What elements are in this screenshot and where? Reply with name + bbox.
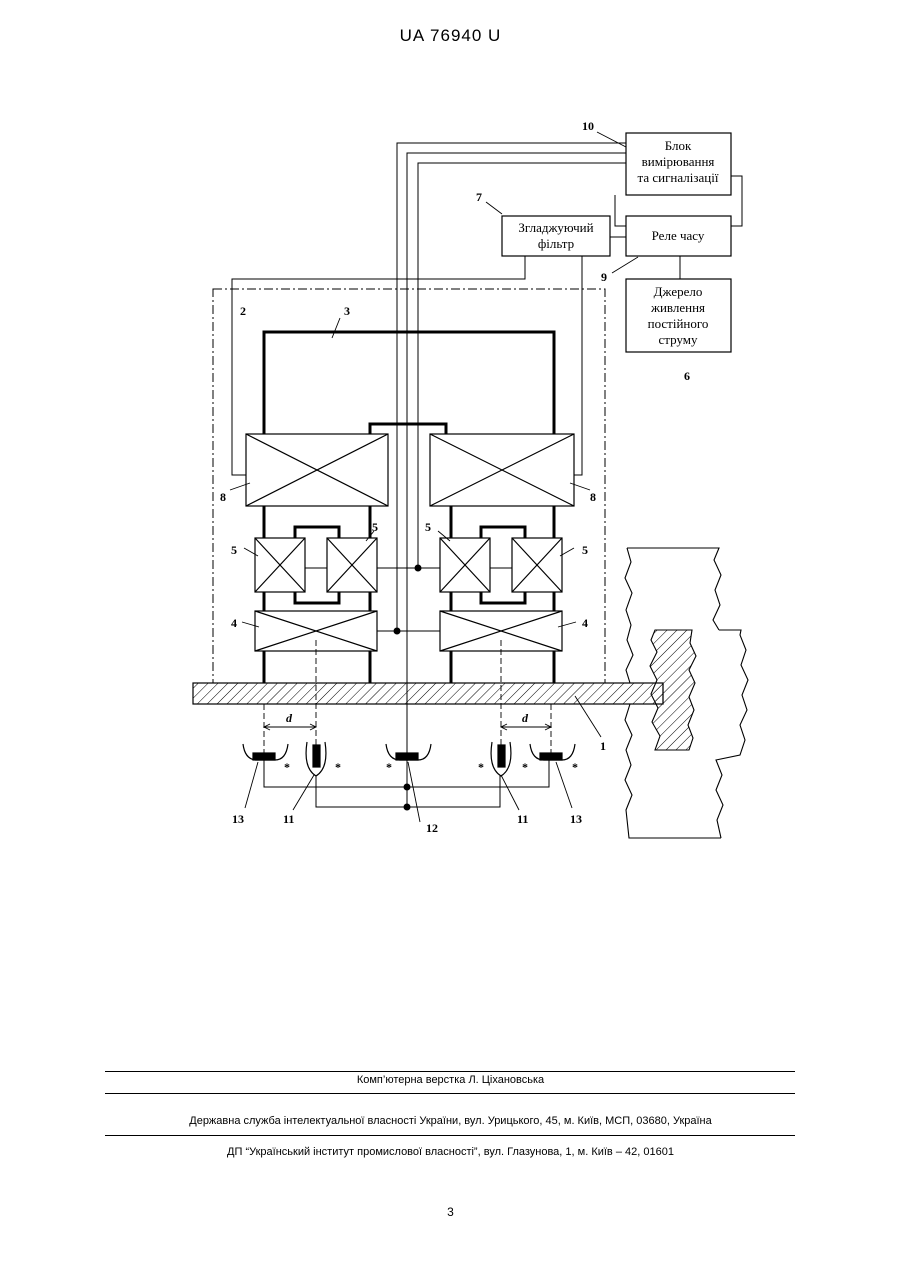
page-number: 3 xyxy=(0,1205,901,1219)
footer-rule-bottom xyxy=(105,1135,795,1136)
svg-text:*: * xyxy=(335,760,341,774)
svg-text:2: 2 xyxy=(240,304,246,318)
coil-8-left xyxy=(246,434,388,506)
footer-rule-mid xyxy=(105,1093,795,1094)
svg-text:d: d xyxy=(286,711,293,725)
svg-text:12: 12 xyxy=(426,821,438,835)
power-source-box: Джерело живлення постійного струму xyxy=(626,279,731,352)
svg-text:та сигналізації: та сигналізації xyxy=(638,170,719,185)
svg-text:7: 7 xyxy=(476,190,482,204)
svg-text:5: 5 xyxy=(582,543,588,557)
svg-text:11: 11 xyxy=(283,812,294,826)
svg-text:4: 4 xyxy=(582,616,588,630)
measure-block-box: Блок вимірювання та сигналізації xyxy=(626,133,731,195)
svg-text:*: * xyxy=(386,760,392,774)
footer-institute: ДП “Український інститут промислової вла… xyxy=(0,1146,901,1158)
svg-text:3: 3 xyxy=(344,304,350,318)
footer-layout-credit: Комп’ютерна верстка Л. Ціхановська xyxy=(0,1074,901,1086)
coils-4-wiring xyxy=(377,628,440,634)
svg-text:*: * xyxy=(284,760,290,774)
svg-text:*: * xyxy=(478,760,484,774)
svg-text:9: 9 xyxy=(601,270,607,284)
pole-legs xyxy=(264,506,554,683)
svg-text:Згладжуючий: Згладжуючий xyxy=(518,220,593,235)
footer-rule-top xyxy=(105,1071,795,1072)
svg-text:*: * xyxy=(522,760,528,774)
footer-agency: Державна служба інтелектуальної власност… xyxy=(0,1115,901,1127)
svg-text:5: 5 xyxy=(425,520,431,534)
rail-plate-1 xyxy=(193,683,663,704)
svg-text:Реле часу: Реле часу xyxy=(652,228,705,243)
coils-5 xyxy=(255,538,562,592)
svg-text:живлення: живлення xyxy=(650,300,705,315)
svg-text:постійного: постійного xyxy=(648,316,709,331)
svg-text:8: 8 xyxy=(220,490,226,504)
svg-text:струму: струму xyxy=(659,332,698,347)
svg-text:10: 10 xyxy=(582,119,594,133)
svg-text:5: 5 xyxy=(231,543,237,557)
svg-text:*: * xyxy=(572,760,578,774)
time-relay-box: Реле часу xyxy=(626,216,731,256)
svg-text:фільтр: фільтр xyxy=(538,236,574,251)
svg-text:13: 13 xyxy=(232,812,244,826)
svg-text:Блок: Блок xyxy=(665,138,692,153)
svg-text:4: 4 xyxy=(231,616,237,630)
svg-text:d: d xyxy=(522,711,529,725)
svg-text:1: 1 xyxy=(600,739,606,753)
svg-text:13: 13 xyxy=(570,812,582,826)
svg-text:Джерело: Джерело xyxy=(654,284,703,299)
svg-text:5: 5 xyxy=(372,520,378,534)
svg-text:вимірювання: вимірювання xyxy=(642,154,715,169)
smoothing-filter-box: Згладжуючий фільтр xyxy=(502,216,610,256)
coil-8-right xyxy=(430,434,574,506)
svg-text:8: 8 xyxy=(590,490,596,504)
svg-text:6: 6 xyxy=(684,369,690,383)
svg-text:11: 11 xyxy=(517,812,528,826)
yoke-3 xyxy=(264,332,554,434)
